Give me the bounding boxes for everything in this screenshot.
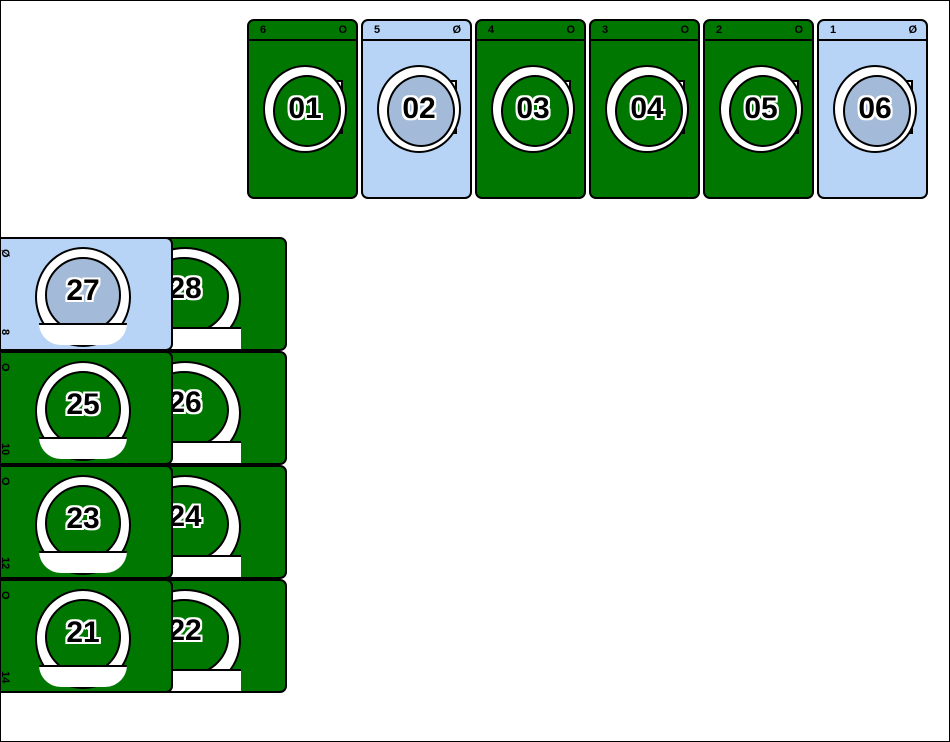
machine-23[interactable]: O 12 23 <box>0 465 173 579</box>
slot-number: 12 <box>0 557 11 570</box>
washer-door: 03 <box>491 65 575 153</box>
machine-number: 22 <box>168 614 202 647</box>
door-ring <box>719 65 803 153</box>
lint-drawer <box>39 665 127 687</box>
door-glass <box>387 75 455 147</box>
status-indicator: O <box>794 24 803 36</box>
washer-door: 05 <box>719 65 803 153</box>
door-glass <box>843 75 911 147</box>
dryer-door: 25 <box>35 361 131 461</box>
door-glass <box>45 371 121 447</box>
washer-door: 04 <box>605 65 689 153</box>
door-ring <box>605 65 689 153</box>
dryer-door: 28 <box>163 247 241 349</box>
lint-drawer <box>163 327 241 349</box>
slot-number: 4 <box>488 24 495 36</box>
door-ring <box>263 65 347 153</box>
dryer-door: 27 <box>35 247 131 347</box>
machine-number: 25 <box>66 388 100 421</box>
door-glass <box>615 75 683 147</box>
door-ring <box>491 65 575 153</box>
machine-number: 23 <box>66 502 100 535</box>
machine-26[interactable]: 26 <box>161 351 287 465</box>
machine-28[interactable]: 28 <box>161 237 287 351</box>
machine-number: 02 <box>402 92 436 125</box>
lint-drawer <box>163 441 241 463</box>
door-glass <box>501 75 569 147</box>
lint-drawer <box>163 669 241 691</box>
machine-24[interactable]: 24 <box>161 465 287 579</box>
machine-number: 01 <box>288 92 322 125</box>
washer-door: 06 <box>833 65 917 153</box>
machine-number: 06 <box>858 92 892 125</box>
machine-number: 27 <box>66 274 100 307</box>
slot-number: 5 <box>374 24 381 36</box>
status-indicator: O <box>0 477 11 486</box>
dryer-door: 26 <box>163 361 241 463</box>
washer-door: 01 <box>263 65 347 153</box>
dryer-door: 22 <box>163 589 241 691</box>
machine-22[interactable]: 22 <box>161 579 287 693</box>
door-glass <box>273 75 341 147</box>
slot-number: 3 <box>602 24 609 36</box>
status-indicator: O <box>680 24 689 36</box>
lint-drawer <box>39 323 127 345</box>
slot-number: 10 <box>0 443 11 456</box>
dryer-door: 23 <box>35 475 131 575</box>
status-indicator: O <box>566 24 575 36</box>
machine-number: 24 <box>168 500 202 533</box>
slot-number: 6 <box>260 24 267 36</box>
lint-drawer <box>39 551 127 573</box>
status-indicator: Ø <box>452 24 461 36</box>
door-ring <box>377 65 461 153</box>
door-glass <box>45 599 121 675</box>
door-glass <box>45 485 121 561</box>
door-ring <box>833 65 917 153</box>
status-indicator: Ø <box>908 24 917 36</box>
lint-drawer <box>163 555 241 577</box>
machine-21[interactable]: O 14 21 <box>0 579 173 693</box>
machine-27[interactable]: Ø 8 27 <box>0 237 173 351</box>
status-indicator: O <box>0 363 11 372</box>
slot-number: 14 <box>0 671 11 684</box>
machine-number: 21 <box>66 616 100 649</box>
dryer-door: 24 <box>163 475 241 577</box>
machine-number: 04 <box>630 92 664 125</box>
status-indicator: O <box>0 591 11 600</box>
machine-number: 05 <box>744 92 778 125</box>
status-indicator: Ø <box>0 249 11 258</box>
slot-number: 8 <box>0 329 11 336</box>
dryer-door: 21 <box>35 589 131 689</box>
door-glass <box>45 257 121 333</box>
status-indicator: O <box>338 24 347 36</box>
machine-number: 03 <box>516 92 550 125</box>
machine-number: 28 <box>168 272 202 305</box>
machine-number: 26 <box>168 386 202 419</box>
washer-door: 02 <box>377 65 461 153</box>
slot-number: 2 <box>716 24 723 36</box>
machine-25[interactable]: O 10 25 <box>0 351 173 465</box>
lint-drawer <box>39 437 127 459</box>
door-glass <box>729 75 797 147</box>
slot-number: 1 <box>830 24 837 36</box>
